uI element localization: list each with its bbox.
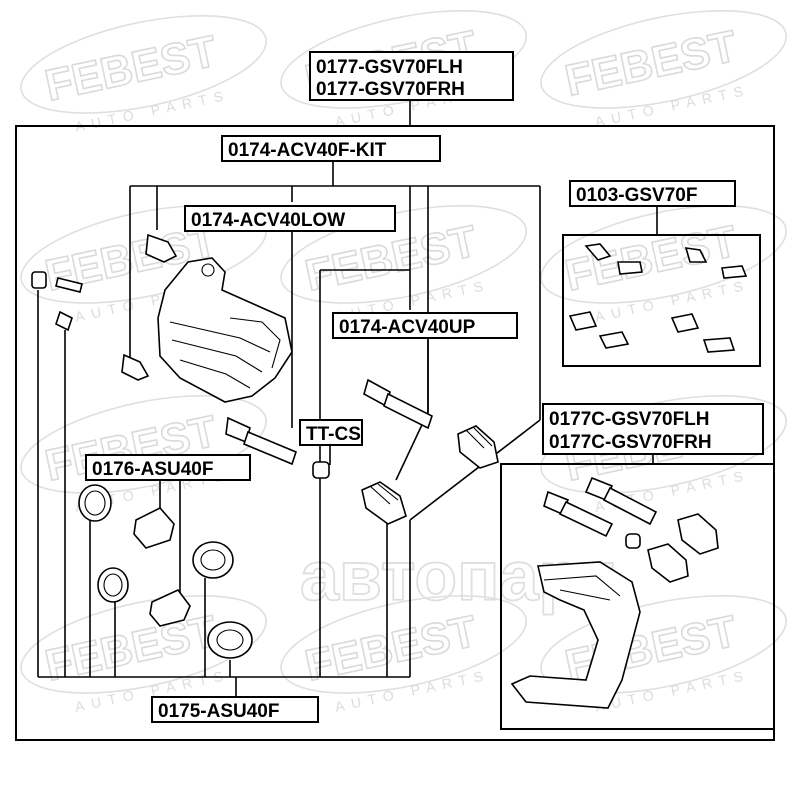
label-guide-pin-kit: 0174-ACV40F-KIT (221, 135, 441, 162)
assembly-frame (15, 125, 775, 741)
guide-pin-lower-part-number: 0174-ACV40LOW (191, 210, 345, 231)
guide-boot-drawing (361, 425, 499, 525)
caliper-support-part-number-rh: 0177C-GSV70FRH (549, 432, 712, 453)
caliper-support-part-number-lh: 0177C-GSV70FLH (549, 409, 710, 430)
caliper-support-frame (500, 463, 775, 730)
lower-guide-pin-drawing (225, 416, 297, 466)
caliper-assembly-part-number-rh: 0177-GSV70FRH (316, 79, 465, 100)
caliper-support-drawing (510, 476, 719, 709)
pad-clip-drawing (568, 243, 748, 353)
label-caliper-assembly: 0177-GSV70FLH 0177-GSV70FRH (309, 51, 514, 101)
label-piston-repair-kit: 0176-ASU40F (85, 454, 251, 481)
caliper-repair-kit-part-number: 0175-ASU40F (158, 701, 279, 722)
guide-pin-upper-part-number: 0174-ACV40UP (339, 317, 476, 338)
caliper-bolt-drawing (121, 233, 178, 381)
piston-repair-kit-part-number: 0176-ASU40F (92, 459, 213, 480)
clip-kit-frame (562, 234, 761, 367)
label-guide-pin-lower: 0174-ACV40LOW (184, 205, 396, 232)
grease-part-number: TT-CS (306, 424, 361, 445)
upper-guide-pin-drawing (363, 378, 433, 430)
caliper-body-drawing (157, 257, 293, 403)
label-caliper-repair-kit: 0175-ASU40F (151, 696, 319, 723)
label-guide-pin-upper: 0174-ACV40UP (332, 312, 518, 339)
piston-seal-drawing (78, 484, 253, 659)
caliper-assembly-part-number-lh: 0177-GSV70FLH (316, 57, 463, 78)
label-caliper-support: 0177C-GSV70FLH 0177C-GSV70FRH (542, 403, 764, 455)
label-grease: TT-CS (299, 419, 363, 446)
pad-clip-kit-part-number: 0103-GSV70F (576, 185, 697, 206)
guide-pin-kit-part-number: 0174-ACV40F-KIT (228, 140, 387, 161)
grease-part-drawing (312, 461, 330, 479)
label-pad-clip-kit: 0103-GSV70F (569, 180, 736, 207)
bleeder-screw-drawing (31, 271, 83, 332)
